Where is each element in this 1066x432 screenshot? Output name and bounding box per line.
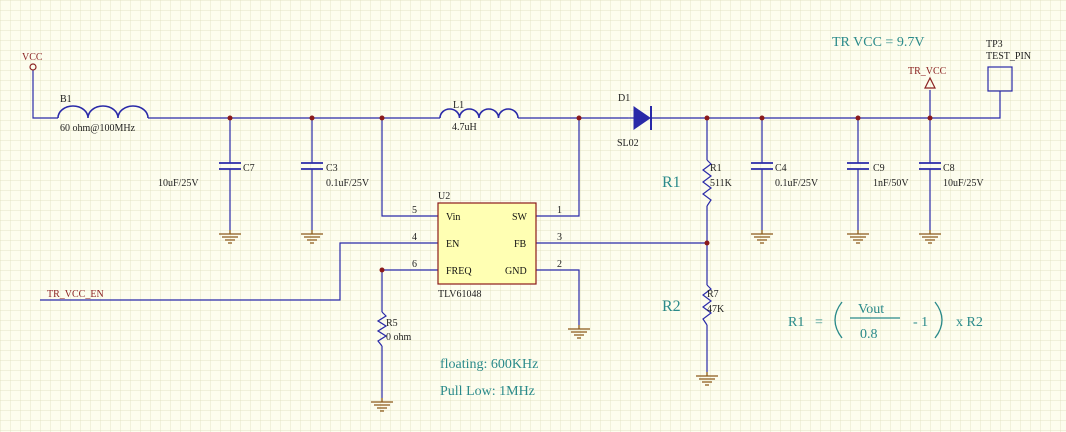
vcc-port[interactable]: VCC [22, 52, 43, 71]
ground-icon [847, 230, 869, 244]
u2-part: TLV61048 [438, 289, 482, 300]
r1-resistor[interactable]: R1 511K [702, 159, 733, 207]
c8-value: 10uF/25V [943, 178, 984, 189]
resistor-formula: R1 = Vout 0.8 - 1 x R2 [788, 301, 983, 342]
junction-dot [759, 115, 765, 121]
b1-value: 60 ohm@100MHz [60, 123, 136, 134]
c4-capacitor[interactable]: C4 0.1uF/25V [751, 162, 819, 189]
c7-value: 10uF/25V [158, 178, 199, 189]
junction-dot [576, 115, 582, 121]
b1-ref: B1 [60, 94, 72, 105]
u2-body [437, 202, 537, 285]
u2-ic[interactable]: U2 TLV61048 5 Vin 4 EN 6 FREQ 1 SW 3 FB … [412, 191, 562, 300]
ground-icon [219, 230, 241, 244]
ground-icon [919, 230, 941, 244]
formula-denominator: 0.8 [860, 327, 878, 342]
c3-capacitor[interactable]: C3 0.1uF/25V [301, 162, 370, 189]
r7-resistor[interactable]: R7 47K [702, 284, 725, 326]
r7-value: 47K [707, 304, 725, 315]
tp3-value: TEST_PIN [986, 51, 1031, 62]
d1-diode[interactable]: D1 SL02 [617, 93, 652, 149]
r1-ref: R1 [710, 163, 722, 174]
formula-times-r2: x R2 [956, 315, 983, 330]
l1-value: 4.7uH [452, 122, 477, 133]
ground-icon [301, 230, 323, 244]
left-paren [834, 301, 843, 339]
tr-vcc-value-note: TR VCC = 9.7V [832, 35, 924, 50]
r5-value: 0 ohm [386, 332, 412, 343]
wires [32, 70, 1001, 398]
junction-dot [309, 115, 315, 121]
u2-pin-name: SW [512, 212, 528, 223]
d1-ref: D1 [618, 93, 630, 104]
junction-dot [379, 267, 385, 273]
u2-pin-number: 5 [412, 205, 417, 216]
r7-ref: R7 [707, 289, 719, 300]
c7-capacitor[interactable]: C7 10uF/25V [158, 162, 255, 189]
right-paren [934, 301, 943, 339]
u2-pin-name: EN [446, 239, 459, 250]
junction-dot [704, 115, 710, 121]
u2-pin-number: 3 [557, 232, 562, 243]
r5-ref: R5 [386, 318, 398, 329]
junction-dot [227, 115, 233, 121]
ground-icon [371, 398, 393, 412]
u2-pin-name: Vin [446, 212, 460, 223]
c9-value: 1nF/50V [873, 178, 909, 189]
freq-pull-low-note: Pull Low: 1MHz [440, 384, 535, 399]
b1-ferrite-bead[interactable]: B1 60 ohm@100MHz [57, 94, 149, 134]
r1-value: 511K [710, 178, 733, 189]
tp3-test-pin[interactable]: TP3 TEST_PIN [986, 39, 1031, 92]
junctions [227, 115, 933, 273]
formula-numerator: Vout [858, 302, 884, 317]
r5-resistor[interactable]: R5 0 ohm [376, 311, 412, 347]
l1-inductor[interactable]: L1 4.7uH [439, 100, 519, 133]
tr-vcc-net-label: TR_VCC [908, 66, 947, 77]
u2-pin-name: GND [505, 266, 527, 277]
junction-dot [379, 115, 385, 121]
ground-icon [696, 372, 718, 386]
tr-vcc-port[interactable]: TR_VCC [908, 66, 947, 89]
u2-ref: U2 [438, 191, 450, 202]
ground-icon [751, 230, 773, 244]
u2-pin-name: FREQ [446, 266, 472, 277]
c4-ref: C4 [775, 163, 787, 174]
l1-ref: L1 [453, 100, 464, 111]
c8-capacitor[interactable]: C8 10uF/25V [919, 162, 984, 189]
tr-vcc-en-net-label: TR_VCC_EN [47, 289, 104, 300]
r2-annotation: R2 [662, 298, 681, 315]
junction-dot [704, 240, 710, 246]
formula-lhs: R1 [788, 315, 804, 330]
c7-ref: C7 [243, 163, 255, 174]
formula-equals: = [815, 315, 823, 330]
vcc-net-label: VCC [22, 52, 43, 63]
freq-floating-note: floating: 600KHz [440, 357, 538, 372]
d1-value: SL02 [617, 138, 639, 149]
junction-dot [855, 115, 861, 121]
r1-annotation: R1 [662, 174, 681, 191]
tp3-ref: TP3 [986, 39, 1003, 50]
c8-ref: C8 [943, 163, 955, 174]
c4-value: 0.1uF/25V [775, 178, 819, 189]
u2-pin-number: 2 [557, 259, 562, 270]
u2-pin-number: 6 [412, 259, 417, 270]
u2-pin-number: 1 [557, 205, 562, 216]
u2-pin-name: FB [514, 239, 527, 250]
ground-icon [568, 325, 590, 339]
c9-ref: C9 [873, 163, 885, 174]
ground-symbols [219, 230, 941, 412]
junction-dot [927, 115, 933, 121]
formula-minus-one: - 1 [913, 315, 928, 330]
c3-ref: C3 [326, 163, 338, 174]
c3-value: 0.1uF/25V [326, 178, 370, 189]
u2-pin-number: 4 [412, 232, 417, 243]
c9-capacitor[interactable]: C9 1nF/50V [847, 162, 909, 189]
